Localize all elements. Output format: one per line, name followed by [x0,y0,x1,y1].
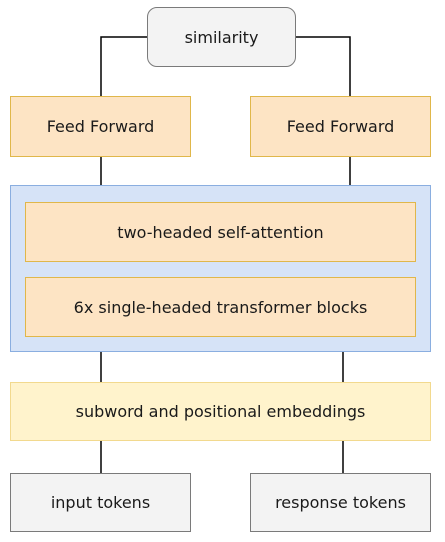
feed-forward-right-label: Feed Forward [286,117,395,136]
transformer-blocks-label: 6x single-headed transformer blocks [73,297,368,317]
self-attention-label: two-headed self-attention [117,222,324,242]
feed-forward-right: Feed Forward [250,96,431,157]
connector-similarity-ff-right [296,36,351,96]
feed-forward-left: Feed Forward [10,96,191,157]
response-tokens-node: response tokens [250,473,431,532]
feed-forward-left-label: Feed Forward [46,117,155,136]
response-tokens-label: response tokens [275,493,406,512]
similarity-label: similarity [184,27,259,47]
input-tokens-node: input tokens [10,473,191,532]
input-tokens-label: input tokens [50,493,151,512]
similarity-node: similarity [147,7,296,67]
self-attention-block: two-headed self-attention [25,202,416,262]
embeddings-label: subword and positional embeddings [75,402,366,421]
connector-similarity-ff-left [100,36,147,96]
embeddings-block: subword and positional embeddings [10,382,431,441]
transformer-blocks: 6x single-headed transformer blocks [25,277,416,337]
